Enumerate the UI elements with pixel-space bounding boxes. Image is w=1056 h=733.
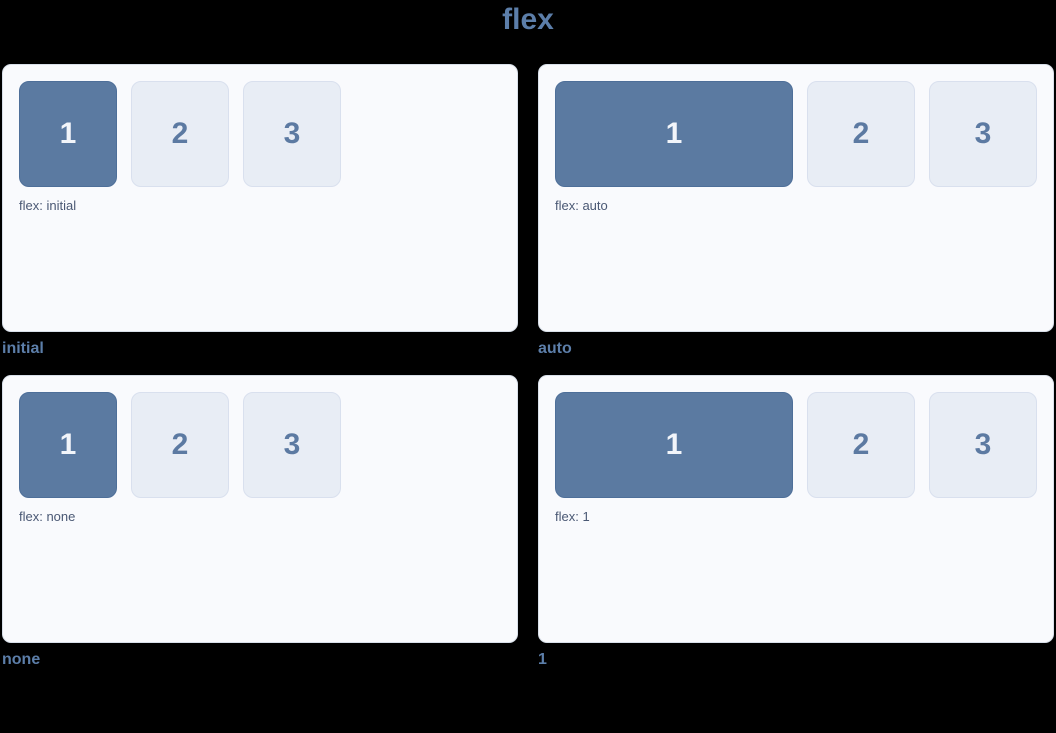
flex-item-3: 3 — [243, 392, 341, 498]
flex-value-label: flex: auto — [555, 198, 608, 213]
flex-demo-panel: 1 2 3 flex: none — [2, 375, 518, 643]
flex-item-3: 3 — [929, 81, 1037, 187]
panel-caption: auto — [538, 340, 572, 357]
flex-container: 1 2 3 — [555, 81, 1037, 187]
flex-item-1: 1 — [19, 392, 117, 498]
flex-demo-1: 1 2 3 flex: 1 1 — [538, 375, 1054, 670]
flex-item-3: 3 — [929, 392, 1037, 498]
flex-item-2: 2 — [131, 392, 229, 498]
panel-caption: 1 — [538, 651, 547, 668]
demo-grid: 1 2 3 flex: initial initial 1 2 3 flex: … — [2, 64, 1054, 670]
panel-caption: initial — [2, 340, 44, 357]
flex-demo-panel: 1 2 3 flex: initial — [2, 64, 518, 332]
flex-value-label: flex: 1 — [555, 509, 590, 524]
flex-item-2: 2 — [131, 81, 229, 187]
flex-demo-panel: 1 2 3 flex: auto — [538, 64, 1054, 332]
flex-value-label: flex: initial — [19, 198, 77, 213]
page-title: flex — [502, 3, 554, 36]
flex-item-2: 2 — [807, 81, 915, 187]
flex-container: 1 2 3 — [19, 392, 501, 498]
panel-caption: none — [2, 651, 41, 668]
flex-demo-panel: 1 2 3 flex: 1 — [538, 375, 1054, 643]
flex-item-1: 1 — [19, 81, 117, 187]
flex-value-label: flex: none — [19, 509, 76, 524]
flex-container: 1 2 3 — [19, 81, 501, 187]
flex-item-1: 1 — [555, 392, 793, 498]
flex-demo-none: 1 2 3 flex: none none — [2, 375, 518, 670]
flex-demo-initial: 1 2 3 flex: initial initial — [2, 64, 518, 359]
flex-container: 1 2 3 — [555, 392, 1037, 498]
flex-demo-auto: 1 2 3 flex: auto auto — [538, 64, 1054, 359]
flex-item-1: 1 — [555, 81, 793, 187]
flex-item-2: 2 — [807, 392, 915, 498]
flex-item-3: 3 — [243, 81, 341, 187]
